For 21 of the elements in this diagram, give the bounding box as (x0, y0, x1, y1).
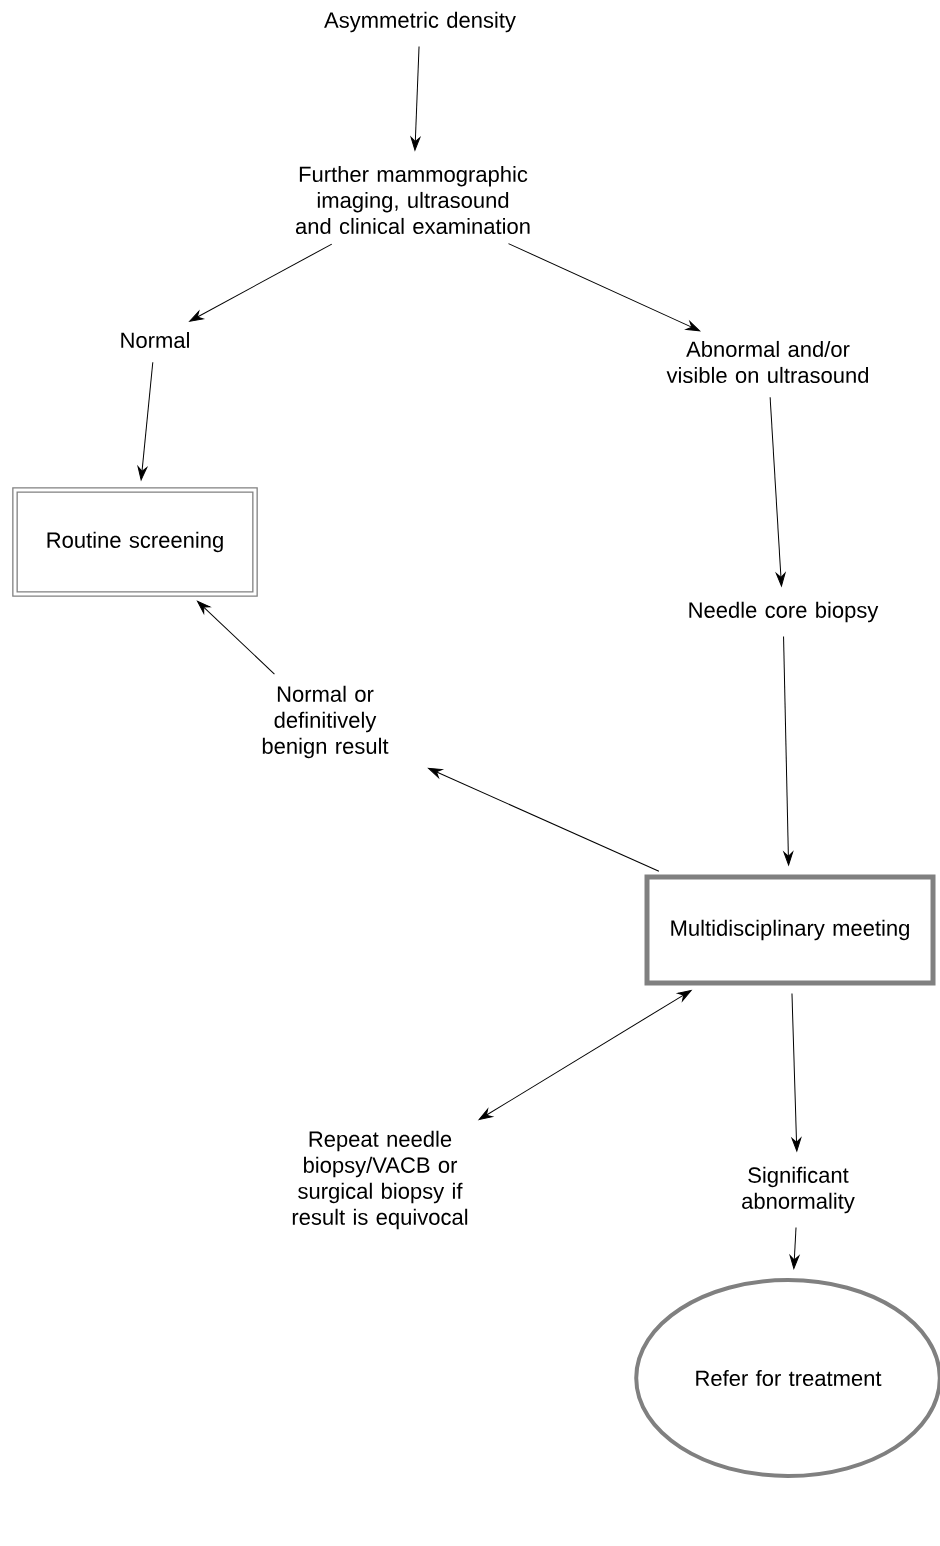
step-text: Further mammographic imaging, ultrasound and clinical examination (295, 165, 530, 235)
arrow (508, 243, 701, 332)
arrow (197, 600, 275, 675)
step-text: Abnormal and/or visible on ultrasound (666, 340, 869, 384)
arrow (789, 1226, 800, 1270)
step-text: Normal (121, 331, 189, 349)
arrow (791, 993, 802, 1152)
step-text: Asymmetric density (324, 11, 516, 33)
arrow (410, 45, 421, 151)
process-box: Multidisciplinary meeting (644, 874, 936, 986)
arrow (783, 635, 794, 866)
step-text: Normal or definitively benign result (262, 685, 389, 759)
step-text: Significant abnormality (742, 1166, 855, 1214)
arrow (428, 767, 660, 872)
step-text: Needle core biopsy (689, 601, 879, 623)
step-text: Repeat needle biopsy/VACB or surgical biopsy if result is equivocal (292, 1130, 468, 1230)
arrow (478, 989, 692, 1121)
double-bordered-box: Routine screening (12, 487, 258, 597)
arrow (769, 396, 786, 587)
arrow (189, 243, 333, 322)
arrow (137, 361, 154, 481)
